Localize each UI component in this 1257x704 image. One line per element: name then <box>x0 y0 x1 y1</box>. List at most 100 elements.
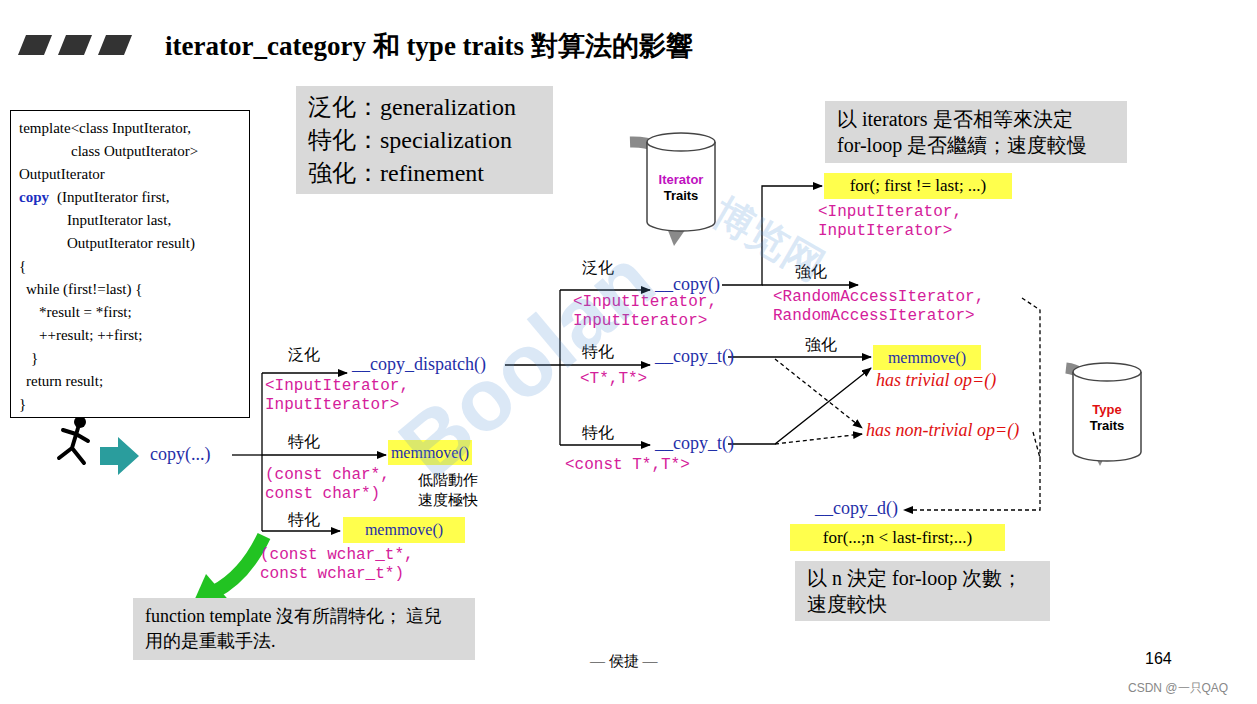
branch-line <box>559 290 560 445</box>
function-name: memmove() <box>365 521 443 539</box>
start-arrow <box>100 437 139 475</box>
code-line: class OutputIterator> <box>71 142 198 160</box>
traits-text: Iterator <box>659 172 704 188</box>
code-highlight: for(...;n < last-first;...) <box>790 524 1005 551</box>
slide-title: iterator_category 和 type traits 對算法的影響 <box>165 28 693 64</box>
branch-label: 泛化 <box>288 345 320 365</box>
function-name: __copy_t() <box>655 346 734 367</box>
title-bar <box>18 35 52 55</box>
template-params: <RandomAccessIterator, RandomAccessItera… <box>773 288 1023 326</box>
branch-arrow <box>262 372 347 373</box>
watermark: 博览网 <box>703 185 834 293</box>
loop-code: for(...;n < last-first;...) <box>823 528 972 548</box>
cylinder-top <box>647 133 715 151</box>
code-line: *result = *first; <box>39 303 132 321</box>
template-params: <InputIterator, InputIterator> <box>573 293 733 331</box>
function-name: __copy_dispatch() <box>352 354 486 375</box>
note-box: 以 iterators 是否相等來決定 for-loop 是否繼續；速度較慢 <box>825 101 1127 163</box>
dashed-arrow <box>904 458 1040 510</box>
traits-text: Type <box>1092 402 1121 418</box>
branch-arrow <box>262 530 340 531</box>
code-highlight: for(; first != last; ...) <box>824 173 1012 199</box>
template-params: <InputIterator, InputIterator> <box>265 377 425 415</box>
code-line: ++result; ++first; <box>39 326 142 344</box>
branch-label: 強化 <box>805 335 837 355</box>
code-line: OutputIterator result) <box>67 234 195 252</box>
branch-arrow <box>560 444 650 445</box>
note-text: 以 iterators 是否相等來決定 for-loop 是否繼續；速度較慢 <box>837 106 1105 158</box>
page-number: 164 <box>1145 650 1172 668</box>
traits-text: Traits <box>1090 418 1125 434</box>
note-text: 低階動作 速度極快 <box>418 470 488 510</box>
traits-text: Traits <box>664 188 699 204</box>
branch-arrow <box>728 368 871 444</box>
note-arrow <box>214 536 264 592</box>
note-box: function template 沒有所謂特化； 這兒用的是重載手法. <box>133 598 475 660</box>
note-text: 以 n 決定 for-loop 次數； 速度較快 <box>807 565 1037 617</box>
condition-label: has trivial op=() <box>876 370 996 391</box>
code-line: copy <box>19 188 49 206</box>
code-line: template<class InputIterator, <box>19 119 191 137</box>
branch-arrow <box>762 284 858 285</box>
author-footer: — 侯捷 — <box>590 652 658 671</box>
watermark: Boolan <box>380 228 674 498</box>
code-line: InputIterator last, <box>67 211 171 229</box>
branch-arrow <box>560 289 650 290</box>
traits-cylinder: IteratorTraits <box>646 132 716 232</box>
cylinder-body <box>1073 372 1141 461</box>
memmove-box: memmove() <box>388 440 472 465</box>
cylinder-body <box>647 142 715 231</box>
template-params: <const T*,T*> <box>565 456 690 475</box>
branch-line <box>261 373 262 531</box>
loop-code: for(; first != last; ...) <box>850 176 987 196</box>
traits-cylinder: TypeTraits <box>1072 362 1142 462</box>
title-bar <box>58 35 92 55</box>
code-line: while (first!=last) { <box>26 280 142 298</box>
function-name: memmove() <box>391 444 469 462</box>
title-bar <box>98 35 132 55</box>
function-name: memmove() <box>888 349 966 367</box>
branch-label: 特化 <box>582 342 614 362</box>
dashed-line <box>1022 298 1040 458</box>
cylinder-top <box>1073 363 1141 381</box>
function-name: __copy_d() <box>815 498 898 519</box>
branch-label: 強化 <box>795 262 827 282</box>
branch-label: 特化 <box>288 510 320 530</box>
dashed-arrow <box>775 359 862 428</box>
code-line: (InputIterator first, <box>57 188 169 206</box>
memmove-box: memmove() <box>873 345 981 370</box>
note-text: function template 沒有所謂特化； 這兒用的是重載手法. <box>145 604 445 654</box>
template-params: (const char*, const char*) <box>265 466 405 504</box>
dashed-line <box>1033 432 1040 458</box>
function-name: __copy() <box>655 274 720 295</box>
branch-line <box>505 364 560 365</box>
source-credit: CSDN @一只QAQ <box>1128 680 1228 697</box>
function-name: __copy_t() <box>655 433 734 454</box>
condition-label: has non-trivial op=() <box>866 420 1019 441</box>
function-call: copy(...) <box>150 444 210 465</box>
dashed-arrow <box>775 434 862 444</box>
code-line: OutputIterator <box>19 165 105 183</box>
term-box: 泛化：generalization特化：specialization強化：ref… <box>296 86 553 194</box>
code-box: template<class InputIterator, class Outpu… <box>10 110 250 418</box>
code-line: } <box>19 395 26 413</box>
branch-label: 特化 <box>288 432 320 452</box>
branch-line <box>232 454 262 455</box>
code-line: return result; <box>26 372 103 390</box>
term-text: 泛化：generalization <box>308 91 541 124</box>
branch-arrow <box>262 454 386 455</box>
branch-arrow <box>728 356 871 357</box>
memmove-box: memmove() <box>343 517 465 543</box>
term-text: 特化：specialization <box>308 124 541 157</box>
branch-label: 特化 <box>582 423 614 443</box>
runner-figure <box>59 428 88 463</box>
code-line: { <box>19 257 26 275</box>
branch-arrow <box>560 364 650 365</box>
term-text: 強化：refinement <box>308 157 541 190</box>
branch-label: 泛化 <box>582 258 614 278</box>
code-line: } <box>31 349 38 367</box>
note-box: 以 n 決定 for-loop 次數； 速度較快 <box>795 561 1050 621</box>
template-params: <InputIterator, InputIterator> <box>818 203 978 241</box>
template-params: (const wchar_t*, const wchar_t*) <box>260 546 435 584</box>
